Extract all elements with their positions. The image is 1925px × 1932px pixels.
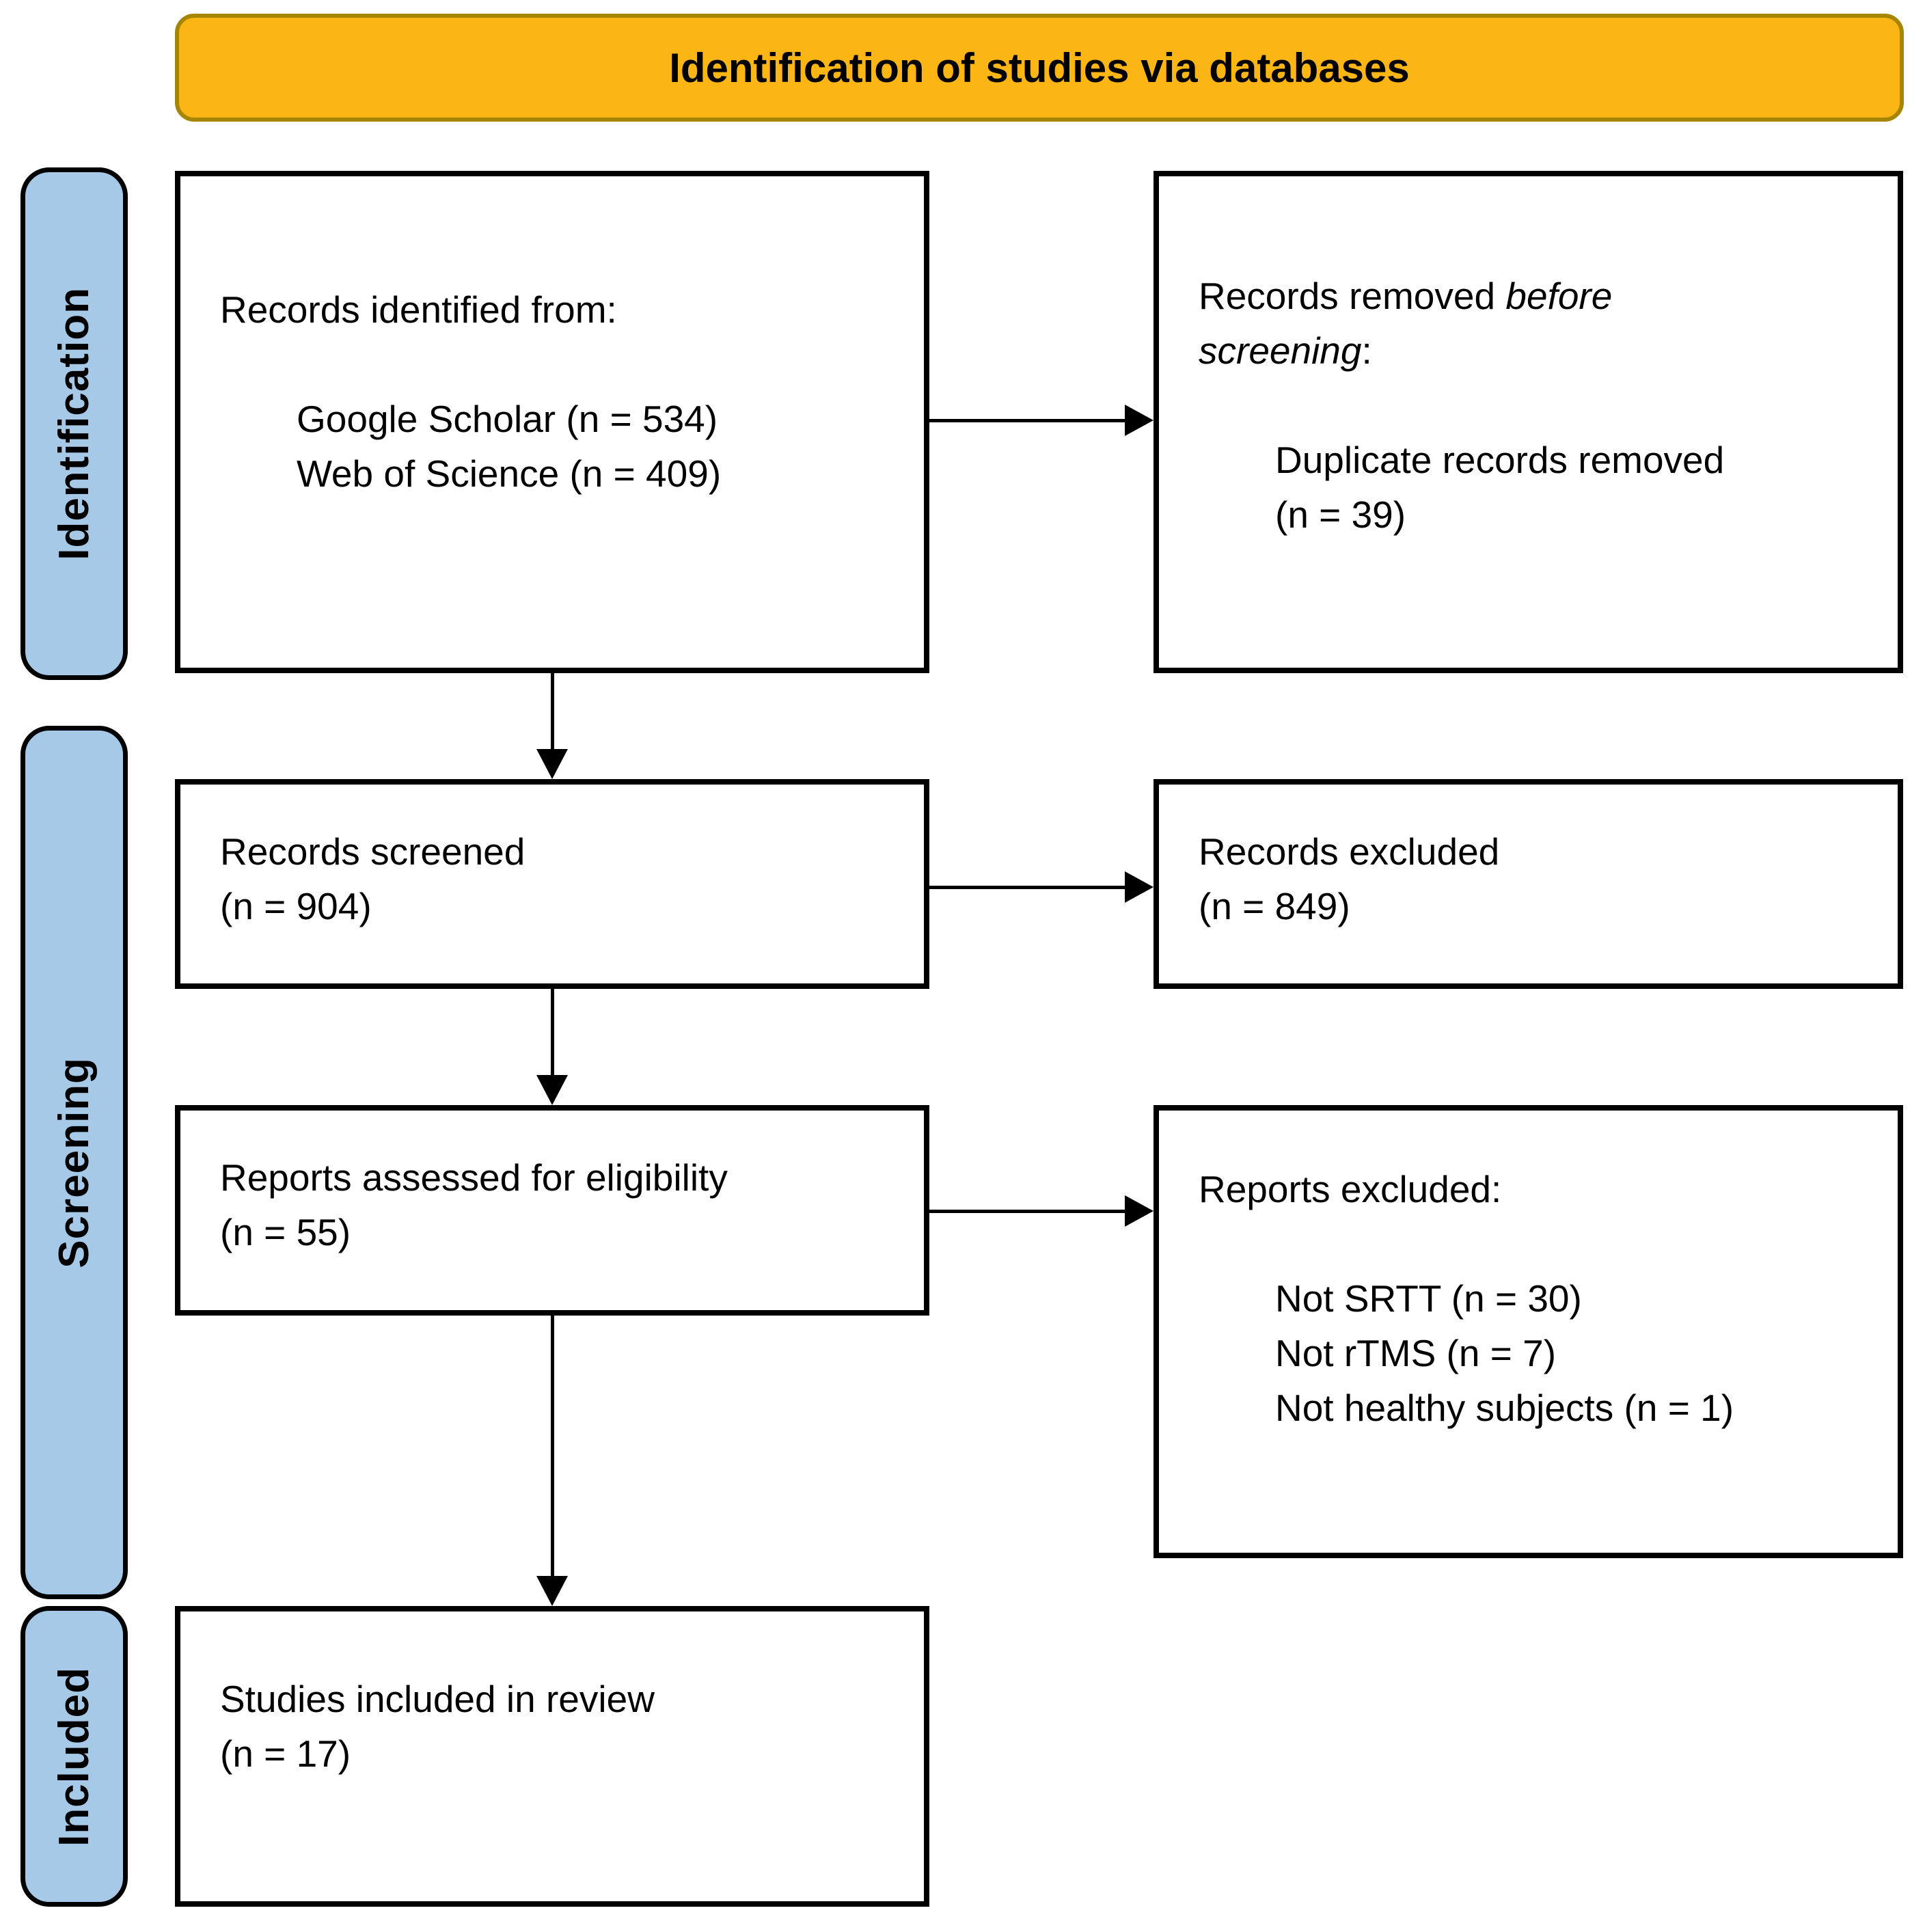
box-reports-excluded: Reports excluded: Not SRTT (n = 30) Not rT… — [1153, 1105, 1903, 1558]
box-records-excluded: Records excluded (n = 849) — [1153, 779, 1903, 989]
arrow-identified-to-removed-line — [929, 419, 1125, 422]
box-text-line: screening: — [1199, 329, 1372, 372]
arrow-assessed-to-reports-excluded-line — [929, 1210, 1125, 1213]
box-text-line: Studies included in review — [220, 1678, 655, 1720]
box-text-line — [1199, 378, 1879, 433]
box-reports-assessed-for-eligibility: Reports assessed for eligibility (n = 55) — [175, 1105, 929, 1316]
box-text-line: (n = 849) — [1199, 885, 1350, 927]
box-text-line: Not rTMS (n = 7) — [1275, 1332, 1557, 1374]
box-text-line: Not healthy subjects (n = 1) — [1275, 1387, 1734, 1429]
box-text-line: (n = 39) — [1275, 493, 1406, 536]
box-text-line: Records excluded — [1199, 830, 1500, 873]
arrow-screened-to-excluded-line — [929, 886, 1125, 889]
stage-label-screening: Screening — [21, 726, 128, 1599]
box-text-line: Web of Science (n = 409) — [297, 452, 722, 495]
stage-label-identification-text: Identification — [51, 287, 98, 560]
arrow-identified-to-removed-head-icon — [1125, 405, 1153, 436]
box-text-line: Records removed before — [1199, 275, 1613, 317]
box-text-line: (n = 17) — [220, 1732, 351, 1775]
stage-label-included-text: Included — [51, 1666, 98, 1847]
arrow-identified-to-screened-head-icon — [536, 749, 568, 779]
header-title: Identification of studies via databases — [669, 44, 1410, 91]
box-records-identified: Records identified from: Google Scholar (… — [175, 171, 929, 673]
box-records-removed-before-screening: Records removed before screening: Duplicat… — [1153, 171, 1903, 673]
stage-label-included: Included — [21, 1606, 128, 1907]
box-text-line: Reports assessed for eligibility — [220, 1156, 728, 1199]
arrow-assessed-to-included-head-icon — [536, 1576, 568, 1606]
arrow-screened-to-assessed-line — [551, 989, 554, 1075]
box-records-screened: Records screened (n = 904) — [175, 779, 929, 989]
arrow-identified-to-screened-line — [551, 673, 554, 749]
box-text-line: Records identified from: — [220, 288, 617, 331]
box-text-line: Not SRTT (n = 30) — [1275, 1277, 1582, 1320]
box-text-line — [1199, 1216, 1879, 1271]
stage-label-screening-text: Screening — [51, 1057, 98, 1268]
box-text-line: (n = 55) — [220, 1211, 351, 1253]
header-banner: Identification of studies via databases — [175, 14, 1904, 122]
box-text-line: Records screened — [220, 830, 525, 873]
box-text-line: (n = 904) — [220, 885, 372, 927]
box-text-line: Duplicate records removed — [1275, 439, 1725, 481]
stage-label-identification: Identification — [21, 167, 128, 680]
box-studies-included-in-review: Studies included in review (n = 17) — [175, 1606, 929, 1907]
arrow-assessed-to-included-line — [551, 1316, 554, 1576]
box-text-line — [220, 337, 905, 392]
arrow-screened-to-excluded-head-icon — [1125, 871, 1153, 903]
box-text-line: Google Scholar (n = 534) — [297, 398, 718, 440]
arrow-assessed-to-reports-excluded-head-icon — [1125, 1195, 1153, 1227]
box-text-line: Reports excluded: — [1199, 1168, 1502, 1210]
arrow-screened-to-assessed-head-icon — [536, 1075, 568, 1105]
